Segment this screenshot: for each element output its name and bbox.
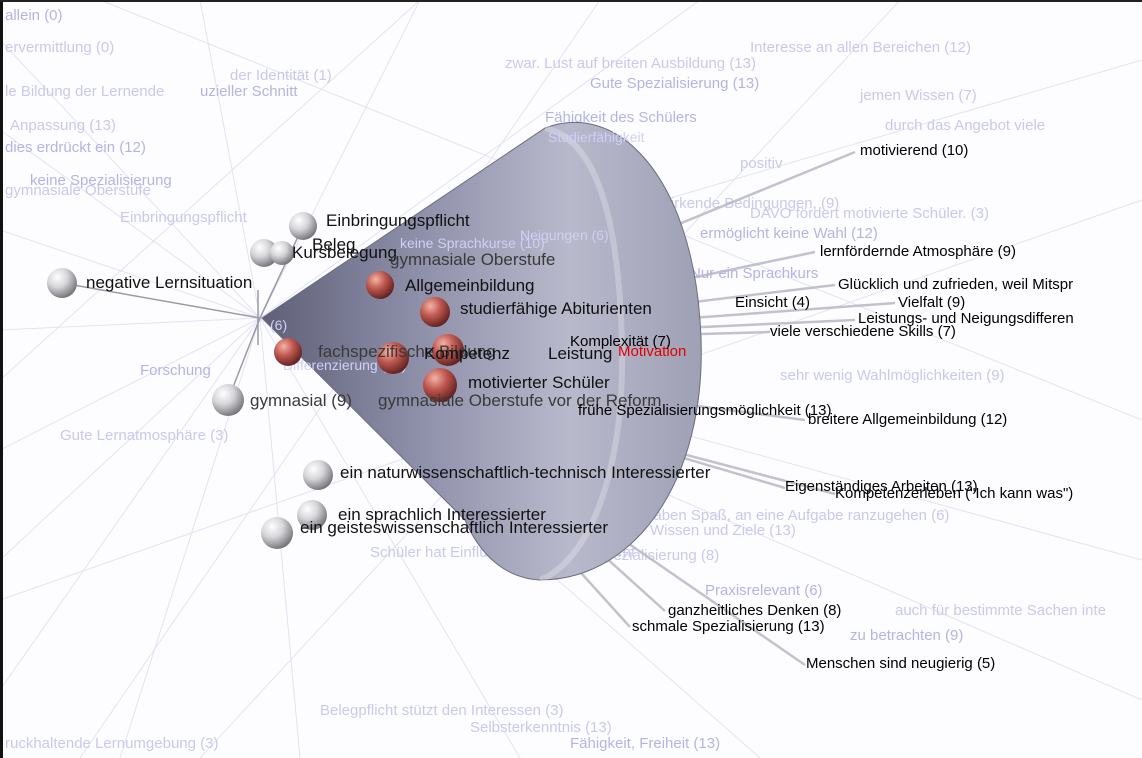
background-label: Wissen und Ziele (13): [650, 522, 796, 539]
node-label: motivierter Schüler: [468, 373, 610, 392]
sphere-labels: Einbringungspflicht Beleg Kursbelegung n…: [86, 211, 711, 537]
background-label: auch für bestimmte Sachen inte: [895, 602, 1106, 619]
sphere-node[interactable]: [297, 500, 327, 530]
node-label: Kompetenz: [424, 344, 510, 363]
background-label: Nur ein Sprachkurs: [690, 265, 818, 282]
sphere-node[interactable]: [366, 271, 394, 299]
sphere-node[interactable]: [289, 212, 317, 240]
background-label: Interesse an allen Bereichen (12): [750, 39, 971, 56]
node-label: gymnasial (9): [250, 391, 352, 410]
ray-label: Leistungs- und Neigungsdifferen: [858, 310, 1074, 327]
background-label: durch das Angebot viele: [885, 117, 1045, 134]
sphere-node[interactable]: [261, 517, 293, 549]
sphere-node[interactable]: [250, 239, 278, 267]
ray-label: ganzheitliches Denken (8): [668, 602, 841, 619]
ray-labels: motivierend (10) lernfördernde Atmosphär…: [570, 142, 1074, 672]
background-label: zwar. Lust auf breiten Ausbildung (13): [505, 55, 756, 72]
background-label: ruckhaltende Lernumgebung (3): [5, 735, 218, 752]
background-label: Anpassung (13): [10, 117, 116, 134]
ray-label: Menschen sind neugierig (5): [806, 655, 995, 672]
ray-label: lernfördernde Atmosphäre (9): [820, 243, 1016, 260]
node-label: Einbringungspflicht: [326, 211, 470, 230]
background-label: Gute Spezialisierung (13): [590, 75, 759, 92]
ray-label: frühe Spezialisierungsmöglichkeit (13): [578, 402, 831, 419]
sphere-nodes[interactable]: [47, 212, 464, 549]
background-label: Einbringungspflicht: [120, 209, 248, 226]
background-label: uzieller Schnitt: [200, 83, 298, 100]
background-labels: allein (0) ervermittlung (0) le Bildung de…: [5, 7, 1106, 752]
node-label: ein geisteswissenschaftlich Interessiert…: [300, 518, 608, 537]
node-label: studierfähige Abiturienten: [460, 299, 652, 318]
node-label: gymnasiale Oberstufe vor der Reform: [378, 391, 661, 410]
ray-label: Einsicht (4): [735, 294, 810, 311]
node-label: fachspezifische Bildung: [318, 342, 496, 361]
background-label: keine Spezialisierung: [30, 172, 172, 189]
sphere-node[interactable]: [212, 384, 244, 416]
background-label: Belegpflicht stützt den Interessen (3): [320, 702, 563, 719]
sphere-node[interactable]: [432, 334, 464, 366]
background-label: einwirkende Bedingungen, (9): [640, 195, 839, 212]
cone-label: Differenzierung (13): [283, 357, 406, 373]
frame-border-top: [0, 0, 1142, 2]
node-label: negative Lernsituation: [86, 273, 252, 292]
ray-label: Eigenständiges Arbeiten (13): [785, 478, 978, 495]
node-label: ein sprachlich Interessierter: [338, 505, 546, 524]
sphere-node[interactable]: [274, 338, 302, 366]
background-label: le Bildung der Lernende: [5, 83, 164, 100]
background-label: jemen Wissen (7): [859, 87, 977, 104]
ray-label: Glücklich und zufrieden, weil Mitspr: [838, 276, 1073, 293]
background-label: Spezialisierung (8): [595, 547, 719, 564]
cone-labels: Studierfähigkeit (6) Differenzierung (13) k…: [270, 129, 645, 373]
cone-label: Studierfähigkeit: [548, 129, 645, 145]
sphere-node[interactable]: [47, 268, 77, 298]
node-label: Allgemeinbildung: [405, 276, 534, 295]
node-label: gymnasiale Oberstufe: [390, 250, 555, 269]
node-label: ein naturwissenschaftlich-technisch Inte…: [340, 463, 711, 482]
background-label: dies erdrückt ein (12): [5, 139, 146, 156]
node-label: Leistung: [548, 344, 612, 363]
ray-label: motivierend (10): [860, 142, 968, 159]
ray-label: schmale Spezialisierung (13): [632, 618, 825, 635]
sphere-node[interactable]: [420, 297, 450, 327]
background-label: ermöglicht keine Wahl (12): [700, 225, 878, 242]
ray-label: Vielfalt (9): [898, 294, 965, 311]
background-label: Selbsterkenntnis (13): [470, 719, 612, 736]
cone-label: (6): [270, 317, 287, 333]
sphere-node[interactable]: [303, 460, 333, 490]
background-label: sehr wenig Wahlmöglichkeiten (9): [780, 367, 1005, 384]
ray-label: Komplexität (7): [570, 333, 671, 350]
background-label: Fähigkeit, Freiheit (13): [570, 735, 720, 752]
background-label: positiv: [740, 155, 783, 172]
background-label: DAVO fördert motivierte Schüler. (3): [750, 205, 989, 222]
sphere-node[interactable]: [377, 342, 409, 374]
background-label: Praxisrelevant (6): [705, 582, 823, 599]
background-label: Forschung: [140, 362, 211, 379]
node-label: Kursbelegung: [292, 243, 397, 262]
cone-label: keine Sprachkurse (10): [400, 235, 545, 251]
cone-shape[interactable]: [261, 122, 702, 581]
sphere-node[interactable]: [423, 368, 457, 402]
frame-border-left: [0, 0, 3, 758]
ray-label: breitere Allgemeinbildung (12): [808, 411, 1007, 428]
background-label: Gute Lernatmosphäre (3): [60, 427, 228, 444]
background-label: der Identität (1): [230, 67, 332, 84]
node-label-highlight: Motivation: [618, 343, 686, 360]
background-label: allein (0): [5, 7, 63, 24]
background-label: gymnasiale Oberstufe: [5, 182, 151, 199]
ray-label: Kompetenzerleben ("Ich kann was"): [835, 485, 1073, 502]
cone-label: Neigungen (6): [520, 227, 609, 243]
node-label: Beleg: [312, 235, 355, 254]
ray-label: viele verschiedene Skills (7): [770, 323, 956, 340]
background-label: zu betrachten (9): [850, 627, 963, 644]
background-label: Schüler haben Spaß, an eine Aufgabe ranz…: [590, 507, 949, 524]
background-label: ervermittlung (0): [5, 39, 114, 56]
sphere-node[interactable]: [270, 241, 294, 265]
background-label: Fähigkeit des Schülers: [545, 109, 697, 126]
